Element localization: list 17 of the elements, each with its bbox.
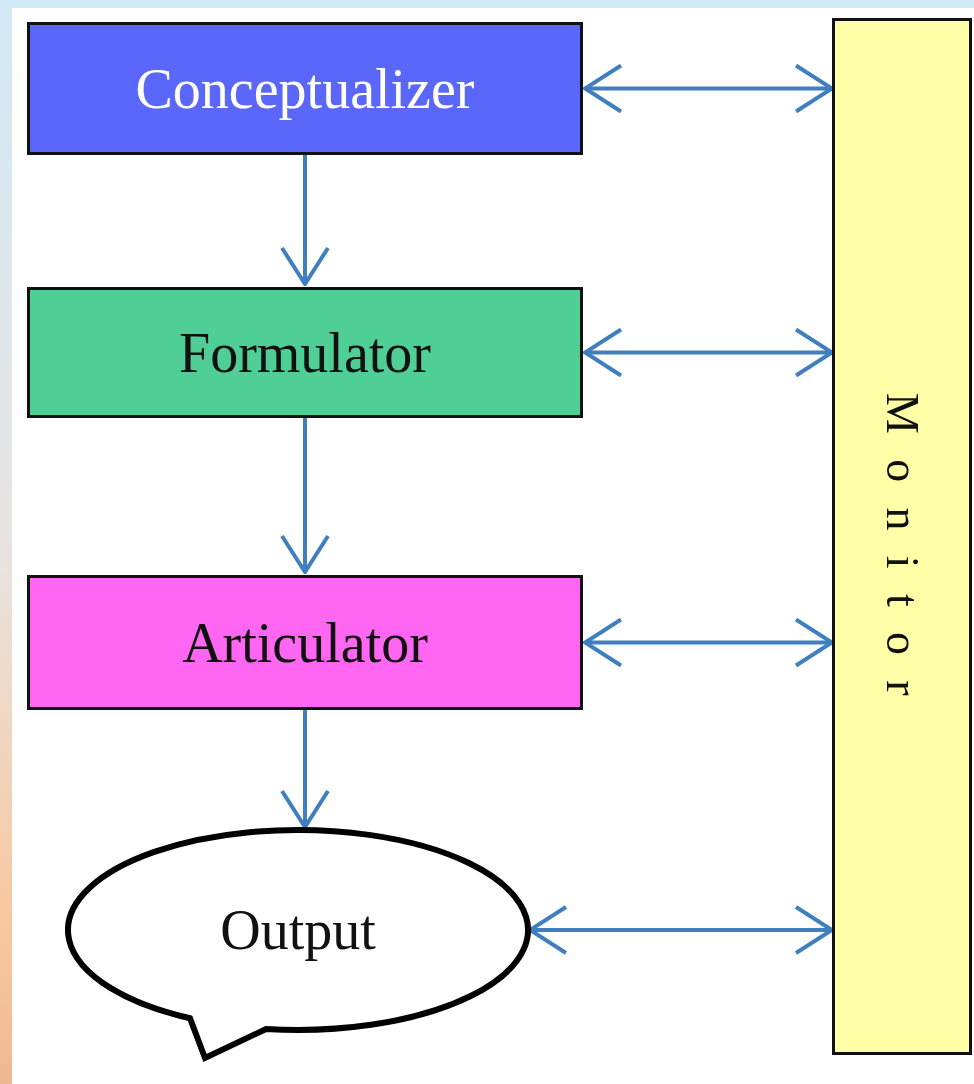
monitor-panel — [832, 18, 972, 1055]
arrow — [280, 710, 330, 829]
process-box — [27, 22, 583, 155]
box-label: Articulator — [182, 610, 428, 675]
arrow — [280, 155, 330, 286]
process-box — [27, 287, 583, 418]
box-label: Formulator — [179, 320, 431, 385]
speech-bubble — [65, 825, 533, 1063]
process-box — [27, 575, 583, 710]
arrow — [280, 418, 330, 574]
arrow — [528, 905, 834, 955]
box-label: Conceptualizer — [135, 56, 475, 121]
arrow — [583, 327, 834, 378]
arrow — [583, 617, 834, 668]
panel-label: Monitor — [875, 393, 929, 722]
arrow — [583, 63, 834, 114]
bubble-label: Output — [220, 898, 376, 962]
